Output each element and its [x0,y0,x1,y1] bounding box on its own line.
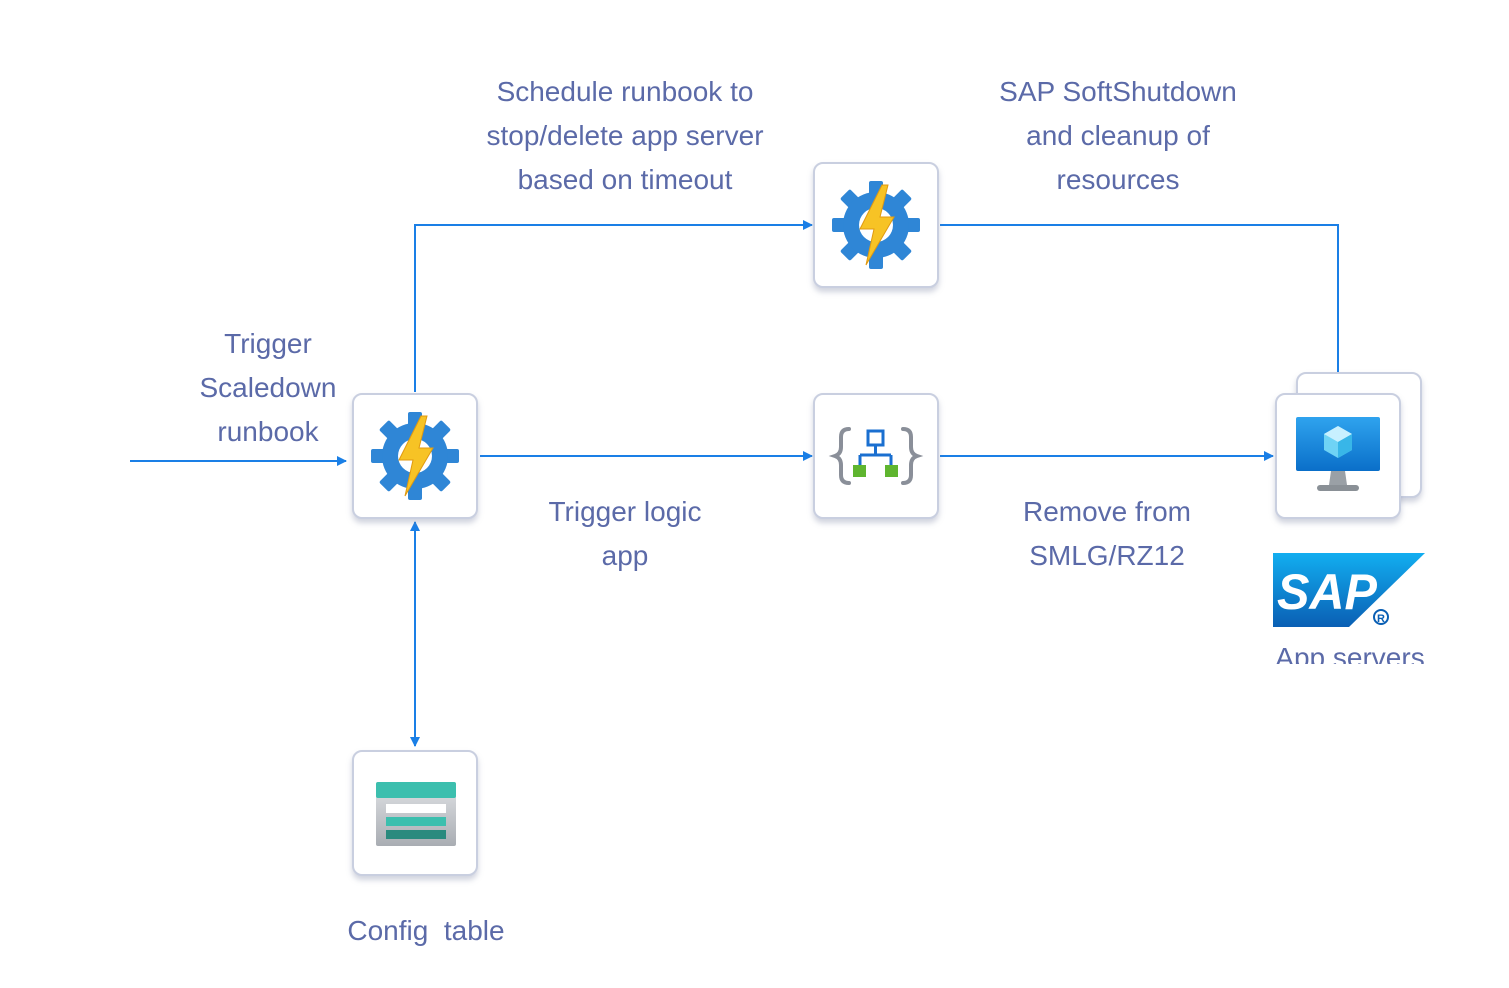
sap-logo-text: SAP [1277,564,1378,620]
svg-text:R: R [1377,613,1385,625]
label-line: Scaledown [199,372,337,403]
storage-table-icon [376,782,456,846]
label-config-table: Config table [347,915,505,946]
label-trigger-scaledown: Trigger Scaledown runbook [168,322,368,454]
config-table-node[interactable] [352,750,478,876]
automation-runbook-icon [832,181,920,269]
label-line: runbook [217,416,319,447]
runbook-main-node[interactable] [352,393,478,519]
label-line: SAP SoftShutdown [999,76,1237,107]
app-servers-node[interactable] [1275,393,1401,519]
logic-app-node[interactable] [813,393,939,519]
connector-softshutdown [940,224,1343,393]
runbook-scheduled-node[interactable] [813,162,939,288]
label-app-servers: App servers [1275,642,1425,664]
virtual-machine-icon [1296,417,1380,491]
label-line: stop/delete app server [486,120,764,151]
logic-app-icon [828,427,924,485]
label-line: Trigger [224,328,312,359]
label-sap-softshutdown: SAP SoftShutdown and cleanup of resource… [958,70,1278,202]
label-app-servers-clip: App servers [1250,636,1450,664]
label-line: based on timeout [517,164,733,195]
label-schedule-runbook: Schedule runbook to stop/delete app serv… [455,70,795,202]
label-line: app [601,540,649,571]
label-line: and cleanup of [1026,120,1210,151]
label-trigger-logic-app: Trigger logic app [505,490,745,578]
automation-runbook-icon [371,412,459,500]
sap-logo-icon: SAP R [1273,553,1425,627]
label-line: Remove from [1022,496,1192,527]
label-line: resources [1056,164,1180,195]
connector-schedule-runbook [414,220,813,392]
label-remove-from: Remove from SMLG/RZ12 [987,490,1227,578]
label-line: Trigger logic [548,496,702,527]
label-line: Schedule runbook to [496,76,754,107]
label-line: SMLG/RZ12 [1029,540,1185,571]
